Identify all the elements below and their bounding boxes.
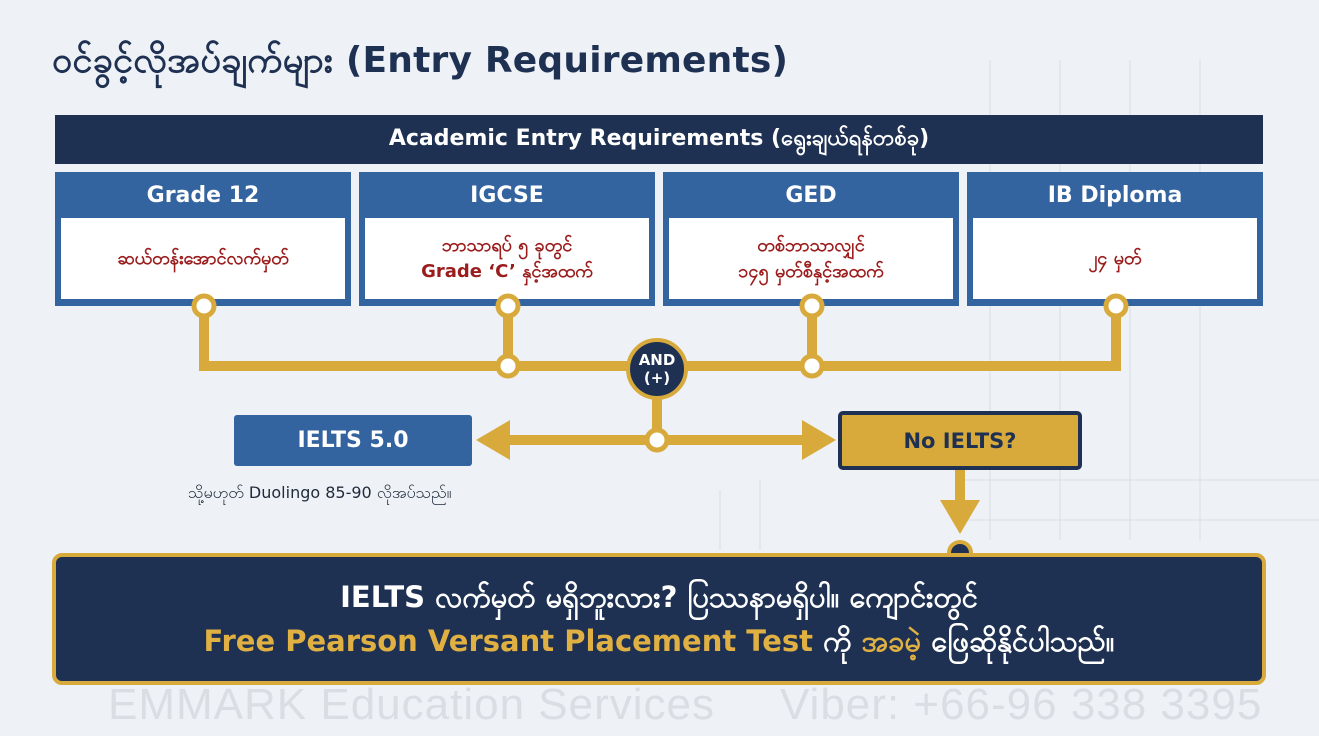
and-node: AND (+) <box>626 338 688 400</box>
card-detail-line: ဆယ်တန်းအောင်လက်မှတ် <box>117 247 289 269</box>
plus-label: (+) <box>643 369 671 387</box>
card-ged: GED တစ်ဘာသာလျှင် ၁၄၅ မှတ်စီနှင့်အထက် <box>663 172 959 306</box>
card-title: IB Diploma <box>1047 182 1183 208</box>
node-dot <box>495 353 521 379</box>
card-detail-line: Grade ‘C’ နှင့်အထက် <box>421 260 593 282</box>
banner-test-name: Free Pearson Versant Placement Test <box>203 624 814 658</box>
node-dot <box>644 427 670 453</box>
card-igcse: IGCSE ဘာသာရပ် ၅ ခုတွင် Grade ‘C’ နှင့်အထ… <box>359 172 655 306</box>
page-title: ဝင်ခွင့်လိုအပ်ချက်များ (Entry Requiremen… <box>52 40 789 81</box>
watermark-contact: Viber: +66-96 338 3395 <box>780 680 1263 729</box>
card-detail-line: တစ်ဘာသာလျှင် <box>757 234 865 256</box>
requirements-header: Academic Entry Requirements (ရွေးချယ်ရန်… <box>55 115 1263 164</box>
ielts-alternative-note: သို့မဟုတ် Duolingo 85-90 လိုအပ်သည်။ <box>188 483 452 502</box>
no-ielts-box: No IELTS? <box>838 411 1082 470</box>
ielts-requirement-box: IELTS 5.0 <box>234 415 472 466</box>
banner-line-1: IELTS လက်မှတ် မရှိဘူးလား? ပြဿနာမရှိပါ။ က… <box>340 580 978 614</box>
card-title: IGCSE <box>470 182 544 208</box>
and-label: AND <box>638 351 676 369</box>
arrow-right <box>802 420 836 460</box>
card-title: GED <box>785 182 837 208</box>
node-dot <box>799 293 825 319</box>
card-detail: ဆယ်တန်းအောင်လက်မှတ် <box>61 218 345 299</box>
banner-text: ဖြေဆိုနိုင်ပါသည်။ <box>921 624 1115 658</box>
card-detail: တစ်ဘာသာလျှင် ၁၄၅ မှတ်စီနှင့်အထက် <box>669 218 953 299</box>
banner-free-label: အခမဲ့ <box>861 624 922 658</box>
card-detail-line: ၂၄ မှတ် <box>1088 247 1142 269</box>
card-detail: ဘာသာရပ် ၅ ခုတွင် Grade ‘C’ နှင့်အထက် <box>365 218 649 299</box>
card-detail: ၂၄ မှတ် <box>973 218 1257 299</box>
placement-test-banner: IELTS လက်မှတ် မရှိဘူးလား? ပြဿနာမရှိပါ။ က… <box>52 553 1266 685</box>
node-dot <box>799 353 825 379</box>
card-detail-line: ၁၄၅ မှတ်စီနှင့်အထက် <box>738 260 884 282</box>
node-dot <box>191 293 217 319</box>
card-detail-line: ဘာသာရပ် ၅ ခုတွင် <box>441 234 573 256</box>
card-ib-diploma: IB Diploma ၂၄ မှတ် <box>967 172 1263 306</box>
node-dot <box>495 293 521 319</box>
arrow-left <box>476 420 510 460</box>
banner-line-2: Free Pearson Versant Placement Test ကို … <box>204 619 1115 663</box>
banner-text: ကို <box>813 624 862 658</box>
watermark-company: EMMARK Education Services <box>108 680 715 729</box>
arrow-down <box>940 500 980 534</box>
card-grade-12: Grade 12 ဆယ်တန်းအောင်လက်မှတ် <box>55 172 351 306</box>
node-dot <box>1103 293 1129 319</box>
card-title: Grade 12 <box>146 182 260 208</box>
